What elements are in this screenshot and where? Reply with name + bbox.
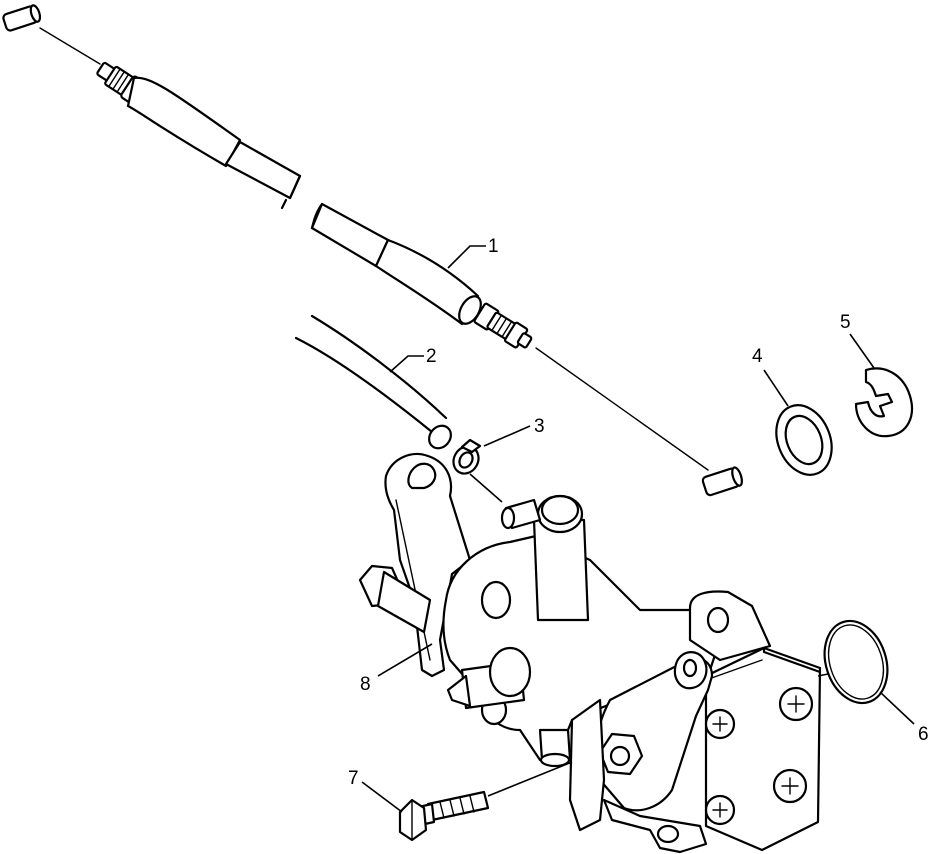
leader-3b — [469, 473, 503, 503]
leader-6 — [879, 691, 915, 725]
part-pump-body — [358, 494, 822, 854]
part-cable — [2, 4, 743, 497]
leader-3 — [483, 425, 531, 447]
callout-1: 1 — [488, 236, 499, 257]
part-e-clip — [854, 367, 914, 438]
part-bolt — [398, 790, 490, 842]
leader-7 — [361, 781, 403, 813]
part-hose-clamp — [452, 438, 482, 475]
part-bracket — [384, 452, 472, 678]
part-o-ring — [823, 619, 889, 705]
callout-2: 2 — [426, 346, 437, 367]
part-washer — [775, 404, 833, 476]
leader-7b — [487, 761, 573, 797]
leader-6b — [817, 673, 829, 677]
callout-6: 6 — [918, 724, 929, 745]
callout-8: 8 — [360, 674, 371, 695]
callout-labels: 1 2 3 4 5 6 7 8 — [348, 236, 929, 789]
part-hose — [294, 314, 452, 450]
leader-lines — [361, 245, 915, 813]
callout-7: 7 — [348, 768, 359, 789]
leader-1 — [447, 245, 486, 269]
leader-5 — [849, 333, 875, 369]
callout-5: 5 — [840, 312, 851, 333]
callout-4: 4 — [752, 346, 763, 367]
cover-screws — [704, 686, 814, 826]
leader-2 — [389, 355, 424, 373]
leader-8 — [377, 643, 433, 677]
callout-3: 3 — [534, 416, 545, 437]
leader-4 — [763, 369, 789, 407]
